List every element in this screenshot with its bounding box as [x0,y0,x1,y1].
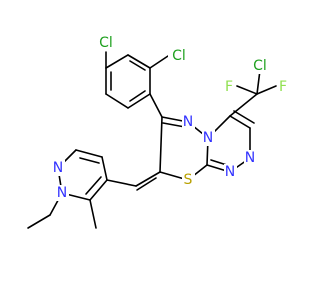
bond [229,115,251,129]
bond [79,157,100,164]
nitrogen-atom-label: N [53,160,63,176]
bond [101,156,108,181]
bond [135,171,161,187]
molecule-structure: Cl Cl Cl F F N N N N S N N [27,35,289,229]
bond [256,85,277,95]
molecule-canvas: Cl Cl Cl F F N N N N S N N [27,35,289,229]
bond [136,177,157,191]
bond [127,54,151,69]
bond [129,60,146,71]
bond [105,54,129,69]
bond [149,55,169,69]
bond [105,93,129,109]
bond [236,85,258,95]
bond [127,93,151,109]
bond [75,149,103,158]
bond [229,93,258,117]
sulfur-atom-label: S [184,172,193,188]
chlorine-atom-label: Cl [253,58,267,74]
bond [106,179,137,187]
bond [89,199,97,229]
bond [162,122,186,128]
fluorine-atom-label: F [279,79,287,95]
nitrogen-atom-label: N [245,150,255,166]
bond [233,110,255,124]
chlorine-atom-label: Cl [99,35,113,51]
bond [27,214,51,229]
bond [129,90,146,102]
fluorine-atom-label: F [225,79,233,95]
nitrogen-atom-label: N [203,130,213,146]
chlorine-atom-label: Cl [172,48,186,64]
nitrogen-atom-label: N [183,114,193,130]
bond [85,176,102,195]
bond [159,116,163,173]
atom-label-layer: Cl Cl Cl F F N N N N S N N [52,35,289,201]
nitrogen-atom-label: N [57,185,67,201]
bond-layer [27,51,277,229]
bond [149,93,163,118]
nitrogen-atom-label: N [225,164,235,180]
bond [89,179,108,201]
